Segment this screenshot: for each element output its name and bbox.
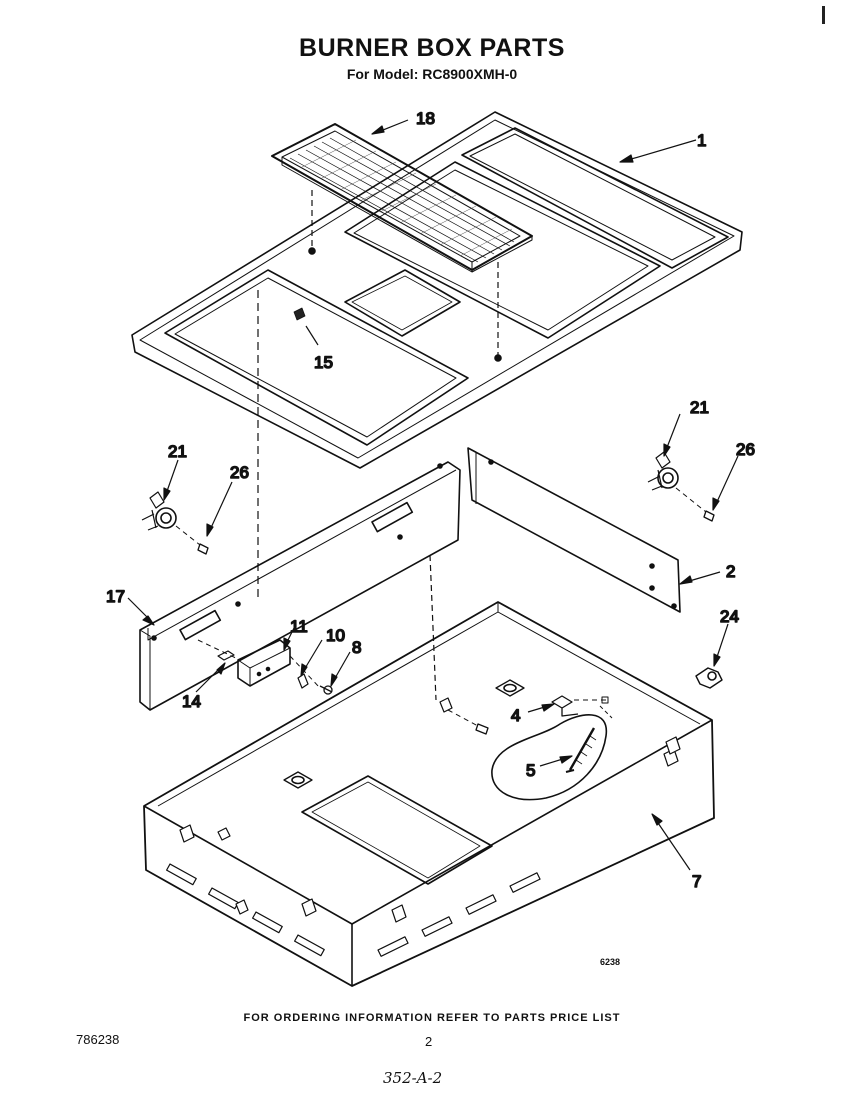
model-subtitle: For Model: RC8900XMH-0 [346, 66, 518, 82]
handwritten-reference: 352-A-2 [383, 1069, 443, 1087]
callout-17: 17 [106, 587, 125, 606]
wire-clip [695, 667, 723, 689]
callout-8: 8 [352, 638, 361, 657]
callout-leaders [127, 119, 739, 871]
callout-26-left: 26 [230, 463, 249, 482]
cooktop-top-panel [131, 111, 743, 469]
callout-11: 11 [290, 617, 308, 636]
callout-10: 10 [326, 626, 345, 645]
switch-block [197, 639, 333, 695]
rear-panel [467, 447, 681, 613]
drawing-code: 6238 [600, 957, 621, 967]
front-panel-bracket [139, 461, 461, 711]
callout-24: 24 [720, 607, 739, 626]
page-title: BURNER BOX PARTS [299, 34, 565, 62]
callout-15: 15 [314, 353, 333, 372]
callout-1: 1 [697, 131, 706, 150]
callout-21-left: 21 [168, 442, 187, 461]
callout-7: 7 [692, 872, 701, 891]
callout-21-right: 21 [690, 398, 709, 417]
burner-box [143, 601, 715, 987]
callout-14: 14 [182, 692, 201, 711]
burner-valve-right [647, 451, 715, 522]
callout-2: 2 [726, 562, 735, 581]
callout-4: 4 [511, 706, 520, 725]
page-number: 2 [425, 1034, 433, 1049]
ordering-note: FOR ORDERING INFORMATION REFER TO PARTS … [243, 1012, 621, 1024]
callout-5: 5 [526, 761, 535, 780]
burner-valve-left [141, 491, 209, 555]
grille-part [271, 123, 533, 362]
callout-26-right: 26 [736, 440, 755, 459]
document-number: 786238 [76, 1032, 120, 1047]
callout-18: 18 [416, 109, 435, 128]
corner-mark [822, 6, 825, 24]
